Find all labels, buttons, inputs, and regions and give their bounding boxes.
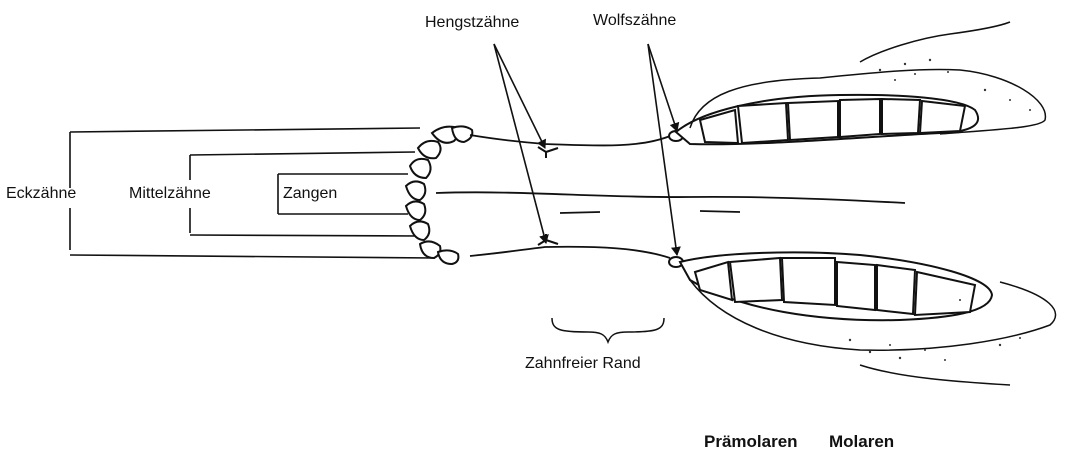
zahnfreier-rand-brace bbox=[552, 318, 664, 342]
pointer-arrows bbox=[494, 44, 677, 255]
arrow-wolf-upper bbox=[648, 44, 677, 131]
jaw-outline bbox=[436, 135, 905, 258]
incisor-teeth bbox=[406, 126, 472, 264]
hengstzaehne-teeth bbox=[538, 147, 558, 245]
label-eckzaehne: Eckzähne bbox=[6, 186, 76, 202]
arrow-wolf-lower bbox=[648, 44, 677, 255]
outer-bracket-eckzaehne bbox=[70, 128, 435, 258]
label-zahnfreier-rand: Zahnfreier Rand bbox=[525, 356, 641, 372]
lower-molar-row bbox=[680, 252, 992, 320]
label-praemolaren: Prämolaren bbox=[704, 433, 798, 450]
label-wolfszaehne: Wolfszähne bbox=[593, 13, 676, 29]
label-mittelzaehne: Mittelzähne bbox=[129, 186, 211, 202]
label-molaren: Molaren bbox=[829, 433, 894, 450]
upper-molar-row bbox=[676, 95, 978, 144]
label-hengstzaehne: Hengstzähne bbox=[425, 15, 519, 31]
label-zangen: Zangen bbox=[283, 186, 337, 202]
arrow-hengst-upper bbox=[494, 44, 545, 148]
